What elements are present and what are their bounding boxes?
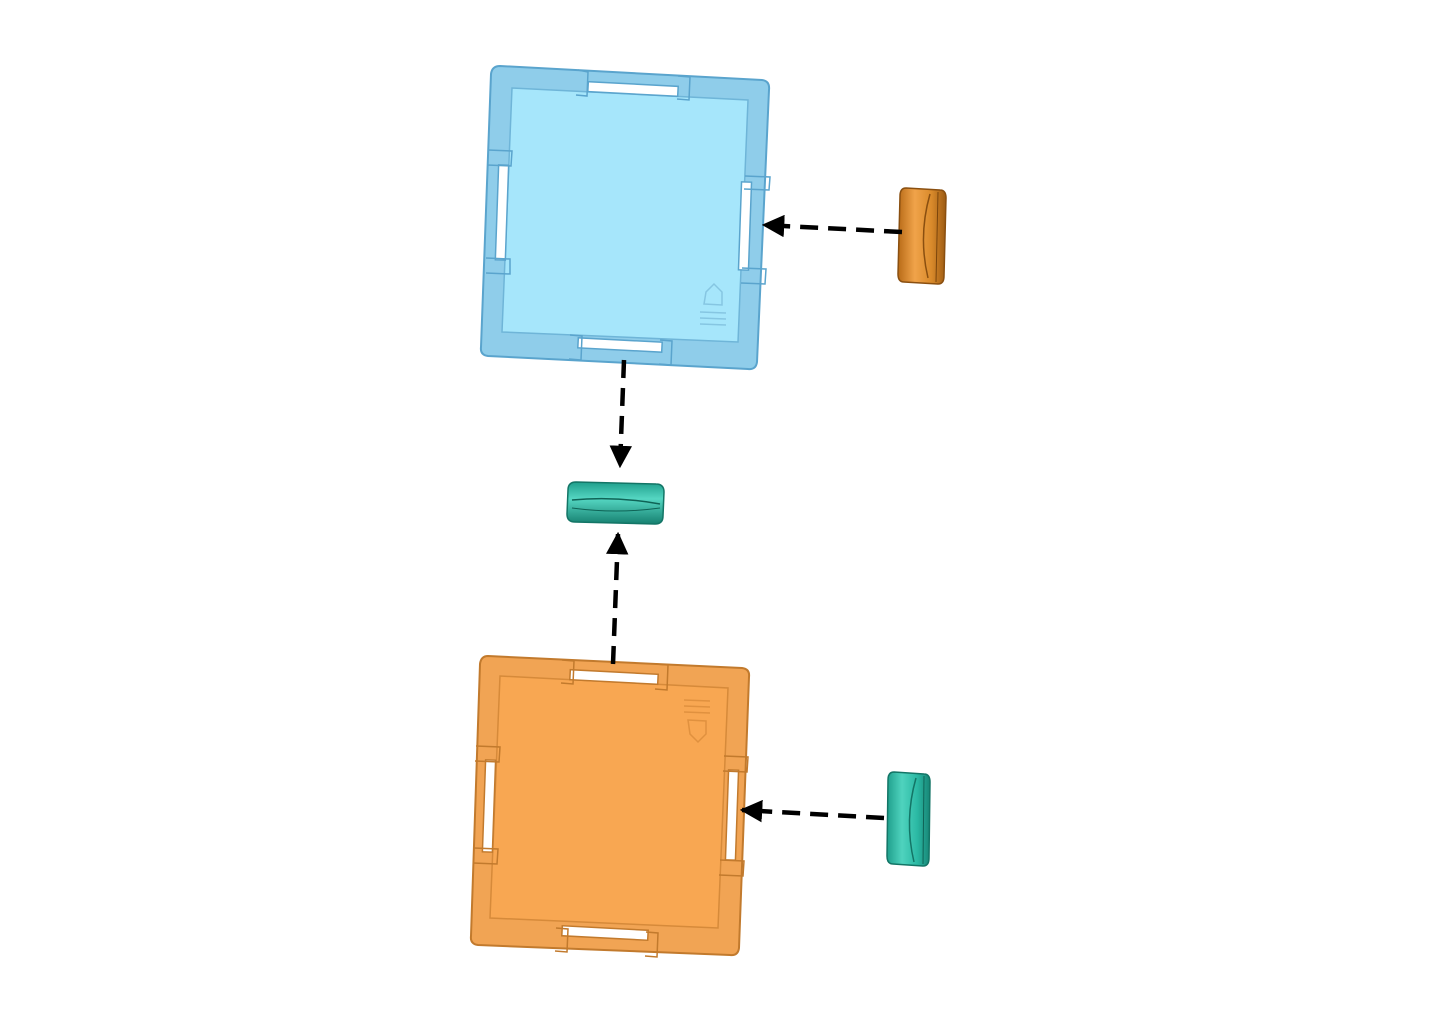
- arrow-bottom-panel-to-joiner: [613, 534, 618, 664]
- arrow-clip-to-top-panel: [764, 225, 902, 232]
- panel-bottom: [471, 656, 749, 957]
- joiner-middle: [567, 482, 664, 524]
- arrow-top-panel-to-joiner: [620, 360, 624, 466]
- arrow-clip-to-bottom-panel: [742, 810, 884, 818]
- clip-bottom-right: [887, 772, 930, 866]
- clip-top-right: [898, 188, 946, 284]
- panel-top: [481, 66, 770, 369]
